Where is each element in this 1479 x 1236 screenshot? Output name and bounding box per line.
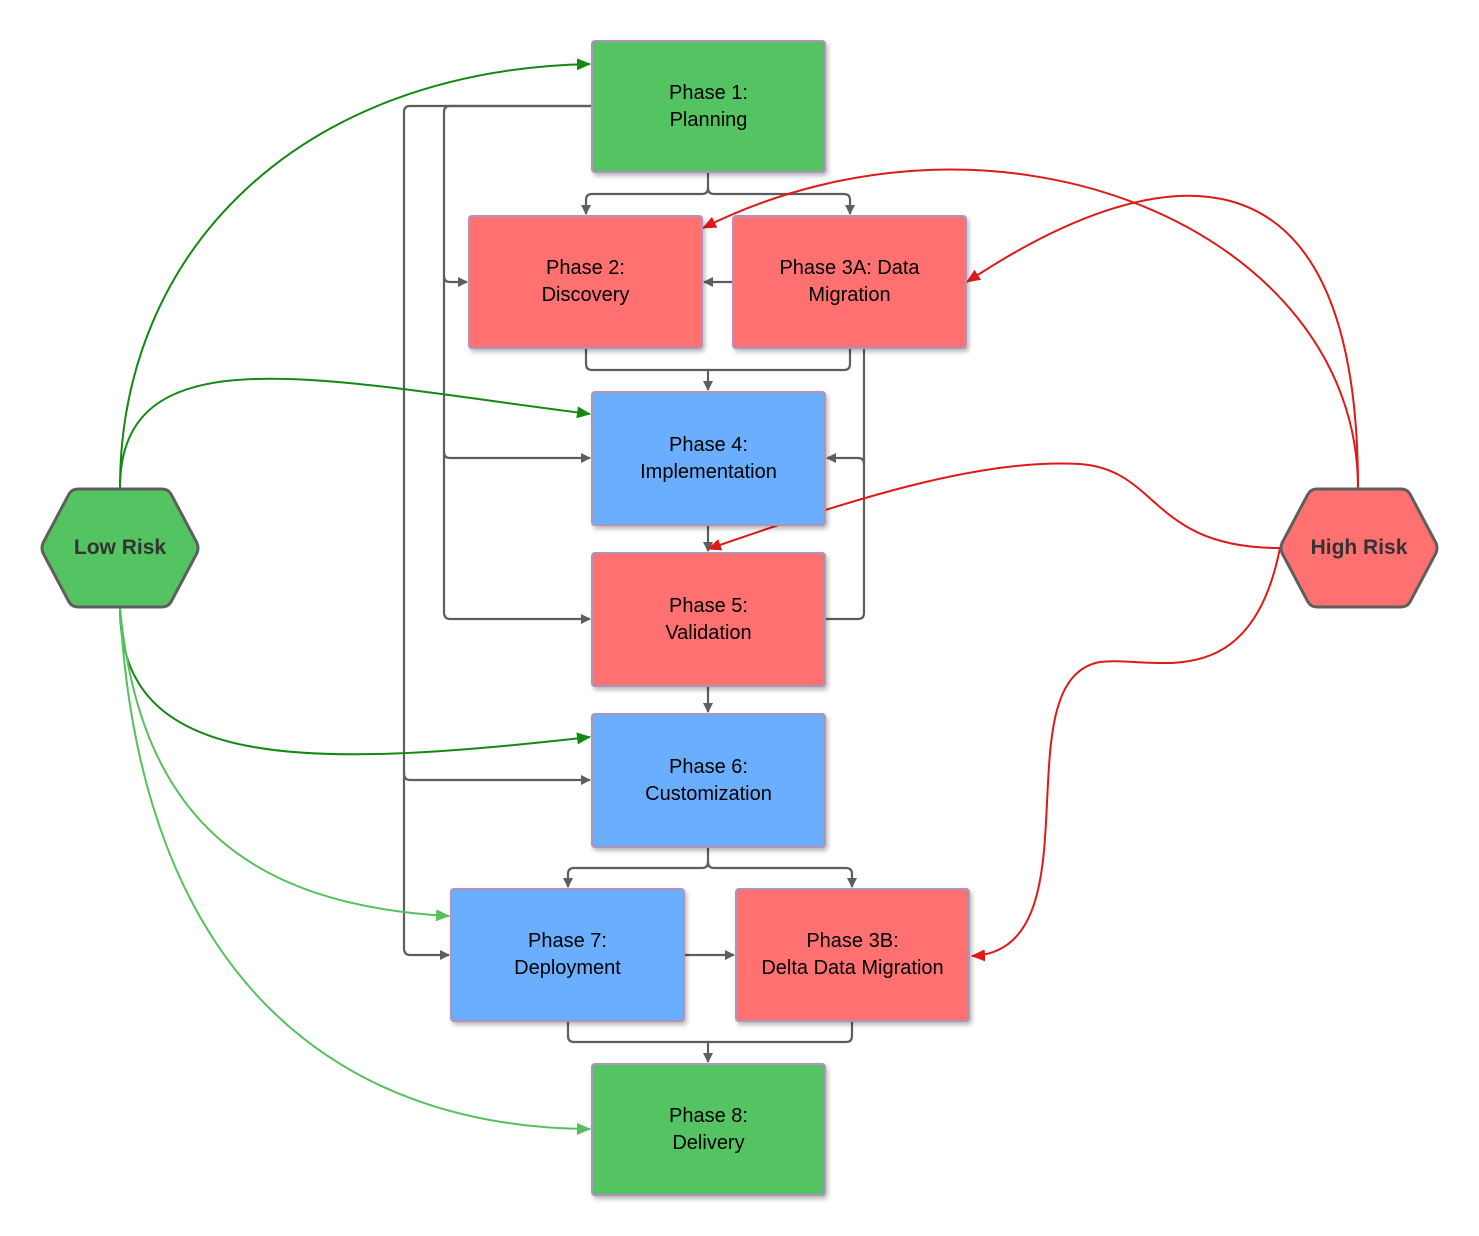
edge-highrisk-p3b <box>971 547 1281 962</box>
hexagon-shape <box>40 487 200 609</box>
edge-highrisk-p2 <box>702 168 1359 489</box>
node-phase-3b-delta-data-migration[interactable]: Phase 3B: Delta Data Migration <box>735 888 970 1022</box>
node-phase-4-implementation[interactable]: Phase 4: Implementation <box>591 391 826 526</box>
node-phase-7-deployment[interactable]: Phase 7: Deployment <box>450 888 685 1022</box>
edge-leftbus-p4 <box>442 451 591 463</box>
edge-p3a-p4 <box>708 348 852 372</box>
edge-lowrisk-p6 <box>119 607 591 756</box>
node-label: Phase 2: Discovery <box>541 257 630 306</box>
node-label: Phase 3A: Data Migration <box>779 257 920 306</box>
edge-p6-p7 <box>563 847 710 888</box>
edge-p1-leftbus <box>442 104 592 624</box>
node-phase-2-discovery[interactable]: Phase 2: Discovery <box>468 215 703 349</box>
edge-outerbus-p6 <box>402 772 591 785</box>
edge-highrisk-p5 <box>707 462 1281 551</box>
edge-p1-p2 <box>581 172 710 215</box>
edge-lowrisk-p1 <box>119 58 591 489</box>
edge-p3b-p8 <box>708 1021 854 1044</box>
node-label: Phase 4: Implementation <box>640 433 777 483</box>
edge-highrisk-p3a <box>966 194 1359 489</box>
edge-leftbus-p2 <box>442 275 468 287</box>
hexagon-shape <box>1279 487 1439 609</box>
edge-p2-p4 <box>584 348 713 391</box>
node-label: Phase 5: Validation <box>665 594 752 644</box>
node-label: Phase 8: Delivery <box>669 1104 748 1154</box>
node-label: Phase 3B: Delta Data Migration <box>761 930 944 979</box>
edge-lowrisk-p8 <box>119 607 591 1135</box>
edge-p7-p8 <box>566 1021 713 1063</box>
edge-lowrisk-p4 <box>119 377 591 489</box>
edge-p1-outerbus <box>402 104 592 960</box>
node-phase-6-customization[interactable]: Phase 6: Customization <box>591 713 826 848</box>
node-phase-5-validation[interactable]: Phase 5: Validation <box>591 552 826 687</box>
high-risk-hexagon[interactable]: High Risk <box>1279 487 1439 609</box>
edge-p1-p3a <box>706 187 855 215</box>
high-risk-label: High Risk <box>1310 536 1408 559</box>
node-label: Phase 6: Customization <box>645 755 772 805</box>
edge-p6-p3b <box>706 861 857 888</box>
low-risk-label: Low Risk <box>73 536 167 559</box>
low-risk-hexagon[interactable]: Low Risk <box>40 487 200 609</box>
node-phase-8-delivery[interactable]: Phase 8: Delivery <box>591 1063 826 1196</box>
node-phase-1-planning[interactable]: Phase 1: Planning <box>591 40 826 173</box>
node-phase-3a-data-migration[interactable]: Phase 3A: Data Migration <box>732 215 967 349</box>
edge-p5-p4-loop <box>826 453 866 621</box>
edge-lowrisk-p7 <box>119 607 450 922</box>
node-label: Phase 1: Planning <box>669 81 748 131</box>
node-label: Phase 7: Deployment <box>514 930 621 979</box>
